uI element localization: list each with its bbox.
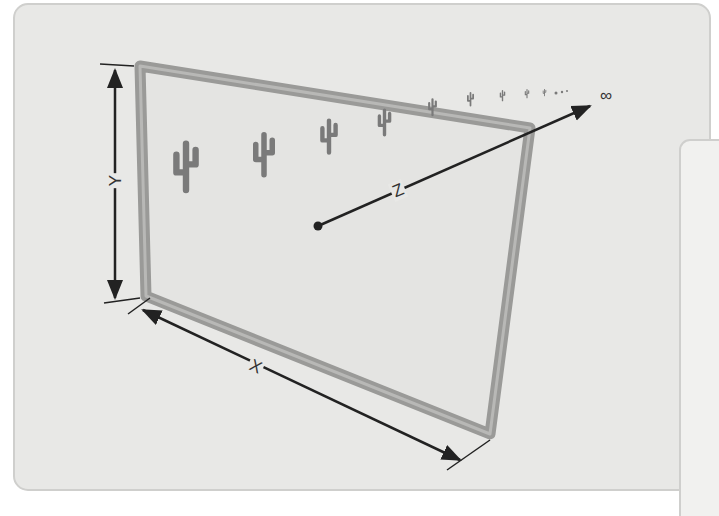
dimension-arrow [143, 310, 460, 460]
dimension-label: Y [107, 172, 126, 187]
cactus-row [176, 89, 568, 190]
depth-arrow [318, 106, 590, 226]
viewer-point [314, 222, 323, 231]
side-panel [680, 140, 719, 516]
infinity-label: ∞ [598, 86, 614, 105]
card-panel [14, 4, 710, 490]
screen-frame [140, 66, 530, 434]
